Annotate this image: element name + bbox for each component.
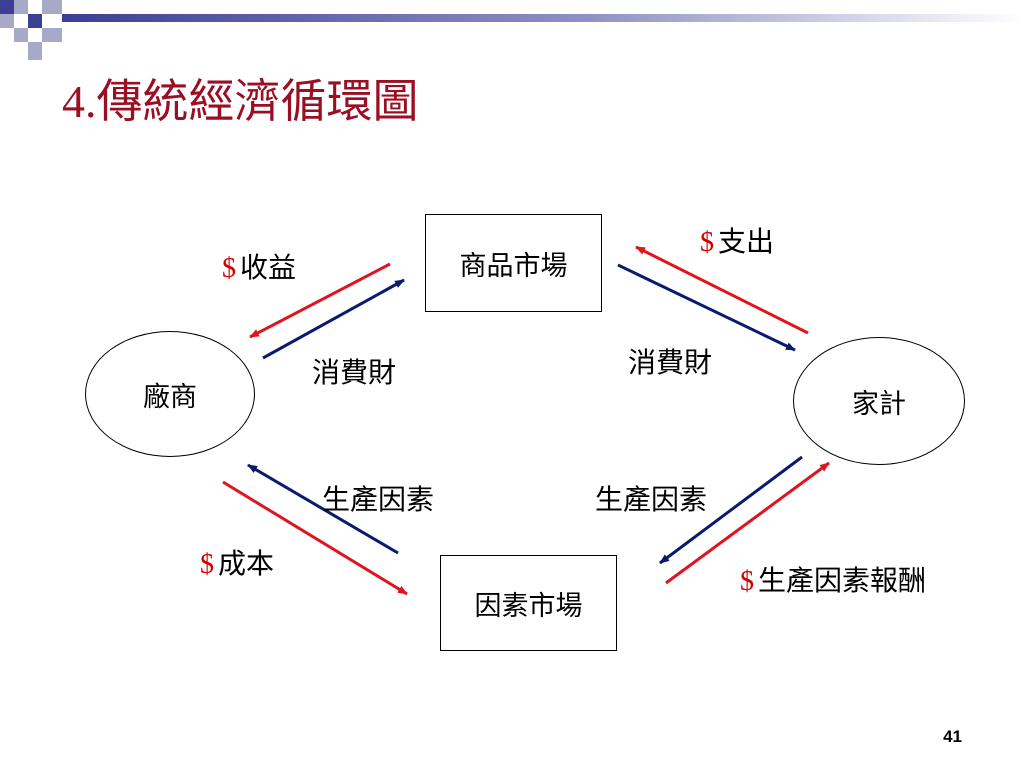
title-number: 4. [62, 76, 97, 127]
household-ellipse: 家計 [793, 337, 965, 465]
arrow-goods-to-household [617, 263, 796, 352]
consumer-goods-right-label: 消費財 [628, 346, 713, 379]
arrow-factors-from-household [659, 455, 803, 565]
goods-market-label: 商品市場 [459, 250, 568, 282]
header-decoration [0, 0, 1024, 60]
cost-label: $成本 [200, 547, 275, 580]
arrow-reward-to-household [665, 461, 830, 585]
dollar-sign: $ [700, 227, 714, 258]
page-number: 41 [943, 727, 962, 746]
arrow-factors-to-firm [247, 463, 399, 555]
arrow-revenue-to-firm [249, 262, 391, 339]
consumer-goods-left-label: 消費財 [312, 356, 397, 389]
expenditure-label: $支出 [700, 225, 775, 258]
factor-market-box: 因素市場 [440, 555, 617, 651]
factors-left-label: 生產因素 [322, 483, 435, 516]
arrow-cost-to-factor-market [222, 480, 408, 596]
factor-reward-label: $生產因素報酬 [740, 564, 927, 597]
title-text: 傳統經濟循環圖 [96, 74, 419, 128]
firm-label: 廠商 [143, 381, 197, 413]
household-label: 家計 [852, 388, 906, 420]
goods-market-box: 商品市場 [425, 214, 602, 312]
revenue-label: $收益 [222, 251, 297, 284]
dollar-sign: $ [740, 566, 754, 597]
factor-market-label: 因素市場 [474, 590, 583, 622]
arrow-goods-to-firm-side [262, 278, 405, 360]
arrow-expenditure-to-market [635, 245, 809, 335]
factors-right-label: 生產因素 [595, 483, 708, 516]
dollar-sign: $ [222, 253, 236, 284]
dollar-sign: $ [200, 549, 214, 580]
firm-ellipse: 廠商 [85, 331, 255, 457]
slide-title: 4.傳統經濟循環圖 [62, 78, 419, 125]
